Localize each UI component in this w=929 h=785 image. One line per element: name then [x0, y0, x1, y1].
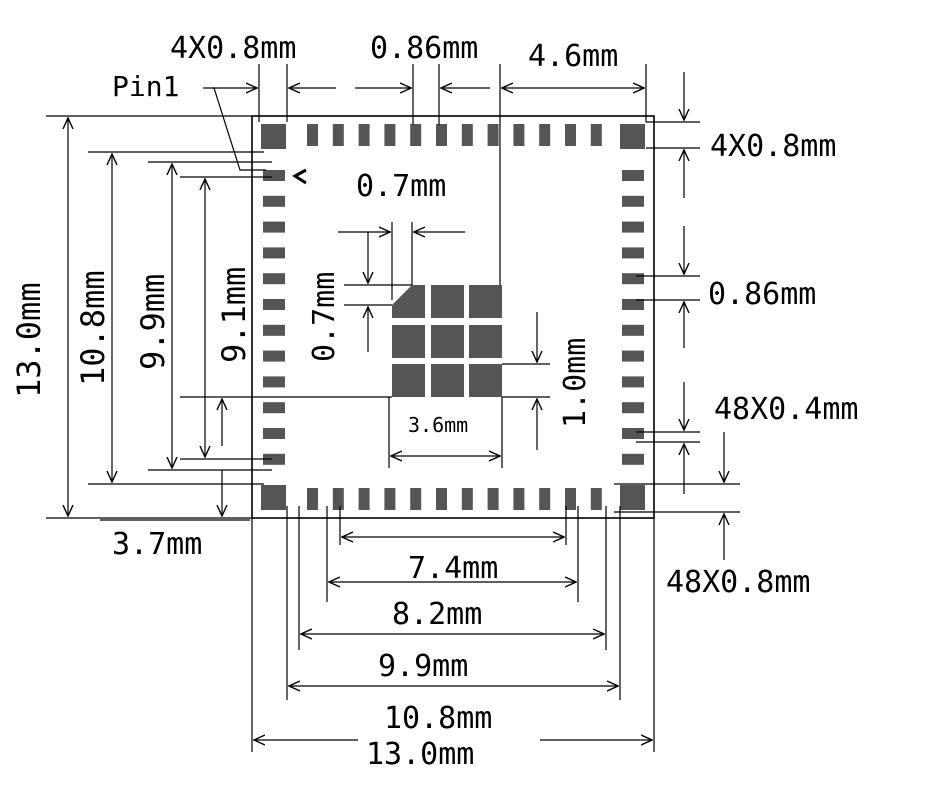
edge-pad-left [263, 324, 285, 336]
edge-pad-top [332, 124, 344, 146]
edge-pad-right [622, 324, 644, 336]
label-pin1: Pin1 [112, 70, 179, 103]
edge-pad-right [622, 299, 644, 310]
label-pad-width: 48X0.4mm [714, 392, 859, 427]
edge-pad-top [307, 124, 318, 146]
pad-group [261, 124, 645, 510]
label-right-pitch: 0.86mm [708, 277, 816, 312]
edge-pad-right [622, 402, 644, 414]
edge-pad-right [622, 195, 644, 207]
label-top-offset: 4.6mm [528, 39, 618, 74]
edge-pad-bottom [513, 488, 525, 510]
pin1-triangle-icon [292, 168, 307, 185]
edge-pad-left [263, 350, 285, 362]
thermal-pad [469, 325, 502, 358]
label-top-corner-pads: 4X0.8mm [170, 31, 296, 66]
edge-pad-left [263, 428, 285, 439]
edge-pad-bottom [332, 488, 344, 510]
edge-pad-right [622, 428, 644, 439]
edge-pad-bottom [487, 488, 499, 510]
corner-pad [620, 485, 645, 510]
thermal-pad-chamfered [392, 285, 425, 318]
edge-pad-bottom [358, 488, 370, 510]
label-top-pitch: 0.86mm [370, 31, 478, 66]
edge-pad-bottom [436, 488, 447, 510]
edge-pad-left [263, 195, 285, 207]
label-bottom-8-2: 8.2mm [392, 597, 482, 632]
label-bottom-9-9: 9.9mm [378, 649, 468, 684]
label-thermal-pad-size-vertical: 0.7mm [307, 272, 342, 362]
edge-pad-left [263, 170, 285, 181]
edge-pad-right [622, 247, 644, 259]
thermal-pad [431, 285, 464, 318]
label-vertical-9-9: 9.9mm [134, 274, 172, 370]
edge-pad-left [263, 402, 285, 414]
thermal-pad [392, 364, 425, 397]
edge-pad-right [622, 350, 644, 362]
edge-pad-top [539, 124, 551, 146]
edge-pad-right [622, 170, 644, 181]
edge-pad-left [263, 247, 285, 259]
thermal-pad [431, 364, 464, 397]
label-thermal-span: 3.6mm [408, 413, 468, 437]
package-outline [251, 115, 655, 519]
label-bottom-13: 13.0mm [366, 737, 474, 772]
label-bottom-7-4: 7.4mm [408, 551, 498, 586]
thermal-pad [392, 325, 425, 358]
edge-pad-top [436, 124, 447, 146]
thermal-pad [469, 364, 502, 397]
edge-pad-bottom [461, 488, 473, 510]
edge-pad-right [622, 453, 644, 465]
label-vertical-13: 13.0mm [10, 282, 48, 398]
label-left-offset: 3.7mm [112, 527, 202, 562]
edge-pad-right [622, 273, 644, 285]
edge-pad-left [263, 273, 285, 285]
corner-pad [261, 124, 286, 149]
edge-pad-left [263, 453, 285, 465]
corner-pad [620, 124, 645, 149]
edge-pad-bottom [384, 488, 396, 510]
label-right-corner-pads: 4X0.8mm [710, 129, 836, 164]
edge-pad-top [487, 124, 499, 146]
edge-pad-right [622, 376, 644, 388]
edge-pad-bottom [307, 488, 318, 510]
edge-pad-left [263, 376, 285, 388]
edge-pad-top [384, 124, 396, 146]
edge-pad-top [410, 124, 422, 146]
thermal-pad [431, 325, 464, 358]
edge-pad-bottom [590, 488, 602, 510]
edge-pad-bottom [565, 488, 576, 510]
thermal-pad [469, 285, 502, 318]
label-vertical-9-1: 9.1mm [215, 267, 253, 363]
corner-pad [261, 485, 286, 510]
edge-pad-top [590, 124, 602, 146]
edge-pad-left [263, 299, 285, 310]
edge-pad-right [622, 221, 644, 233]
thermal-pad-grid [392, 285, 502, 397]
edge-pad-top [513, 124, 525, 146]
label-thermal-pad-size: 0.7mm [356, 169, 446, 204]
edge-pad-bottom [539, 488, 551, 510]
label-pad-length: 48X0.8mm [666, 565, 811, 600]
edge-pad-top [461, 124, 473, 146]
dimension-lines [46, 64, 740, 752]
label-bottom-10-8: 10.8mm [384, 701, 492, 736]
label-vertical-10-8: 10.8mm [74, 270, 112, 386]
edge-pad-top [565, 124, 576, 146]
edge-pad-left [263, 221, 285, 233]
label-thermal-pitch: 1.0mm [558, 338, 593, 428]
edge-pad-top [358, 124, 370, 146]
dimension-labels: 4X0.8mm 0.86mm 4.6mm Pin1 4X0.8mm 0.86mm… [10, 31, 859, 772]
edge-pad-bottom [410, 488, 422, 510]
